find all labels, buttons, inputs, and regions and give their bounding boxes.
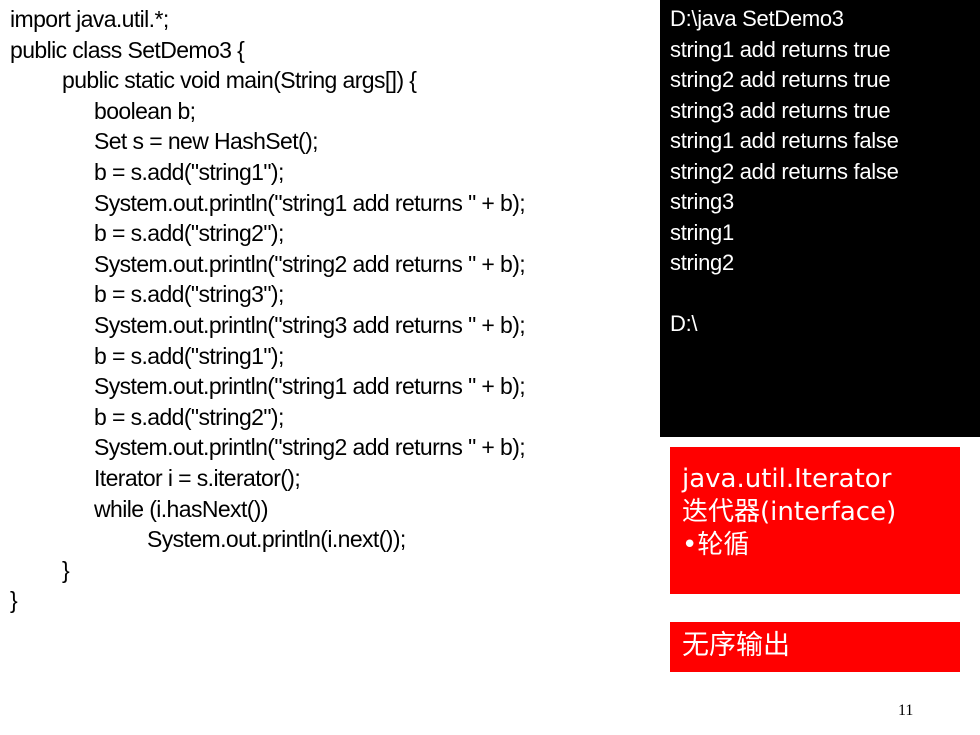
console-line: D:\ xyxy=(670,311,698,336)
code-line: Set s = new HashSet(); xyxy=(94,128,319,155)
console-line: string2 add returns true xyxy=(670,67,891,92)
console-line: string2 add returns false xyxy=(670,158,899,184)
console-line: string3 add returns true xyxy=(670,97,891,123)
page-number: 11 xyxy=(898,702,914,719)
iterator-note-line-3: •轮循 xyxy=(682,530,750,560)
console-line: string2 xyxy=(670,250,734,275)
iterator-note-line-1: java.util.Iterator xyxy=(682,464,892,494)
code-line: System.out.println("string2 add returns … xyxy=(94,250,526,277)
code-line: import java.util.*; xyxy=(10,6,169,32)
code-listing: import java.util.*; public class SetDemo3… xyxy=(10,4,526,616)
unordered-output-note: 无序输出 xyxy=(670,622,960,672)
console-output: D:\java SetDemo3 string1 add returns true… xyxy=(660,0,980,437)
code-line: public static void main(String args[]) { xyxy=(62,67,417,94)
code-line: System.out.println("string1 add returns … xyxy=(94,373,526,400)
code-line: System.out.println(i.next()); xyxy=(147,526,406,553)
code-line: b = s.add("string1"); xyxy=(94,158,284,185)
console-line: string1 add returns true xyxy=(670,36,891,62)
console-line xyxy=(670,279,980,310)
code-line: while (i.hasNext()) xyxy=(94,495,269,522)
iterator-note-line-2: 迭代器(interface) xyxy=(682,497,897,527)
code-line: b = s.add("string1"); xyxy=(94,342,284,369)
code-line: } xyxy=(62,556,70,583)
code-line: b = s.add("string3"); xyxy=(94,281,284,308)
code-line: public class SetDemo3 { xyxy=(10,36,245,63)
code-line: boolean b; xyxy=(94,97,196,124)
code-line: System.out.println("string2 add returns … xyxy=(94,434,526,461)
console-line: string1 add returns false xyxy=(670,128,899,153)
iterator-note: java.util.Iterator 迭代器(interface) •轮循 xyxy=(670,447,960,594)
console-line: D:\java SetDemo3 xyxy=(670,6,844,31)
console-line: string3 xyxy=(670,189,734,214)
code-line: } xyxy=(10,587,18,614)
code-line: System.out.println("string1 add returns … xyxy=(94,189,526,216)
console-line: string1 xyxy=(670,219,734,245)
code-line: b = s.add("string2"); xyxy=(94,403,284,430)
code-line: System.out.println("string3 add returns … xyxy=(94,311,526,338)
code-line: Iterator i = s.iterator(); xyxy=(94,464,301,491)
code-line: b = s.add("string2"); xyxy=(94,220,284,247)
